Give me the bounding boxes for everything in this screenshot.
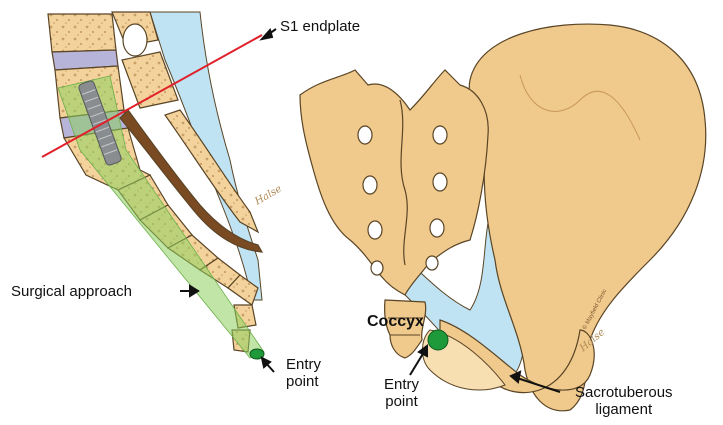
entry-point-marker-right xyxy=(428,330,448,350)
sacrotuberous-line1: Sacrotuberous xyxy=(575,384,673,401)
sacrotuberous-line2: ligament xyxy=(575,401,673,418)
entry-point-left-line1: Entry xyxy=(286,356,321,373)
s1-endplate-label: S1 endplate xyxy=(280,18,360,35)
coccyx-label: Coccyx xyxy=(367,313,424,331)
spinal-canal-upper xyxy=(123,24,147,56)
sacrotuberous-ligament-label: Sacrotuberous ligament xyxy=(575,384,673,419)
pelvis-illustration xyxy=(300,24,706,411)
entry-point-right-line2: point xyxy=(384,393,419,410)
entry-point-right-line1: Entry xyxy=(384,376,419,393)
l4-vertebra xyxy=(48,14,116,52)
sacrum xyxy=(300,70,488,295)
sagittal-spine-illustration xyxy=(42,12,264,359)
surgical-approach-label: Surgical approach xyxy=(11,283,132,300)
entry-point-right-label: Entry point xyxy=(384,376,419,411)
entry-point-right-arrow xyxy=(410,352,424,375)
entry-point-left-label: Entry point xyxy=(286,356,321,391)
entry-point-left-line2: point xyxy=(286,373,321,390)
